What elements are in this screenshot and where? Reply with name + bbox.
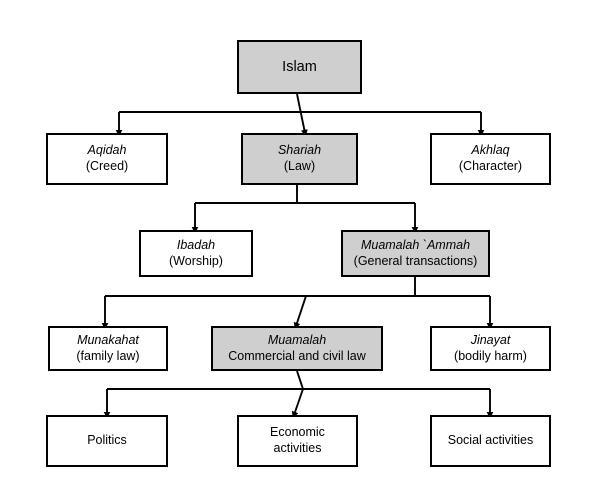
node-jinayat-sublabel: (bodily harm) xyxy=(454,348,527,363)
node-shariah-label: Shariah xyxy=(277,143,322,158)
node-muamalah-sublabel: Commercial and civil law xyxy=(228,348,366,363)
edge-muamalah-ammah-to-level3 xyxy=(101,277,494,330)
edge-muamalah-to-level4 xyxy=(103,370,494,419)
node-economic-activities[interactable]: Economic activities xyxy=(237,415,358,467)
edge-muamalah-stem xyxy=(296,370,304,390)
node-akhlaq-sublabel: (Character) xyxy=(458,159,523,173)
node-politics[interactable]: Politics xyxy=(46,415,168,467)
node-politics-label: Politics xyxy=(87,433,127,448)
node-aqidah-sublabel: (Creed) xyxy=(85,159,129,173)
node-akhlaq[interactable]: Akhlaq (Character) xyxy=(430,133,551,185)
node-aqidah-label: Aqidah xyxy=(87,143,127,158)
node-ibadah-label: Ibadah xyxy=(176,237,216,252)
node-munakahat-sublabel: (family law) xyxy=(76,348,140,363)
node-muamalah[interactable]: Muamalah Commercial and civil law xyxy=(211,326,383,371)
node-munakahat[interactable]: Munakahat (family law) xyxy=(48,326,168,371)
node-ibadah[interactable]: Ibadah (Worship) xyxy=(139,230,253,277)
node-munakahat-label: Munakahat xyxy=(77,332,139,347)
edge-muamalah-economic-activities xyxy=(291,388,304,419)
node-muamalah-ammah-label: Muamalah `Ammah xyxy=(360,237,471,252)
node-ibadah-sublabel: (Worship) xyxy=(169,253,223,268)
node-shariah[interactable]: Shariah (Law) xyxy=(241,133,358,185)
node-shariah-sublabel: (Law) xyxy=(283,159,316,173)
edge-islam-to-level1 xyxy=(115,93,485,137)
node-akhlaq-label: Akhlaq xyxy=(471,143,510,158)
node-muamalah-label: Muamalah xyxy=(267,332,327,347)
node-aqidah[interactable]: Aqidah (Creed) xyxy=(46,133,168,185)
node-islam[interactable]: Islam xyxy=(237,40,362,94)
edge-muamalah-ammah-muamalah xyxy=(293,295,307,330)
node-economic-activities-label: Economic xyxy=(270,425,325,440)
node-jinayat[interactable]: Jinayat (bodily harm) xyxy=(430,326,551,371)
edge-islam-shariah xyxy=(296,93,308,137)
node-islam-label: Islam xyxy=(282,58,317,75)
node-jinayat-label: Jinayat xyxy=(470,332,511,347)
node-muamalah-ammah-sublabel: (General transactions) xyxy=(353,253,478,268)
node-muamalah-ammah[interactable]: Muamalah `Ammah (General transactions) xyxy=(341,230,490,277)
node-social-activities[interactable]: Social activities xyxy=(430,415,551,467)
edge-shariah-to-level2 xyxy=(191,185,419,234)
node-economic-activities-sublabel: activities xyxy=(273,441,322,455)
node-social-activities-label: Social activities xyxy=(447,433,534,448)
